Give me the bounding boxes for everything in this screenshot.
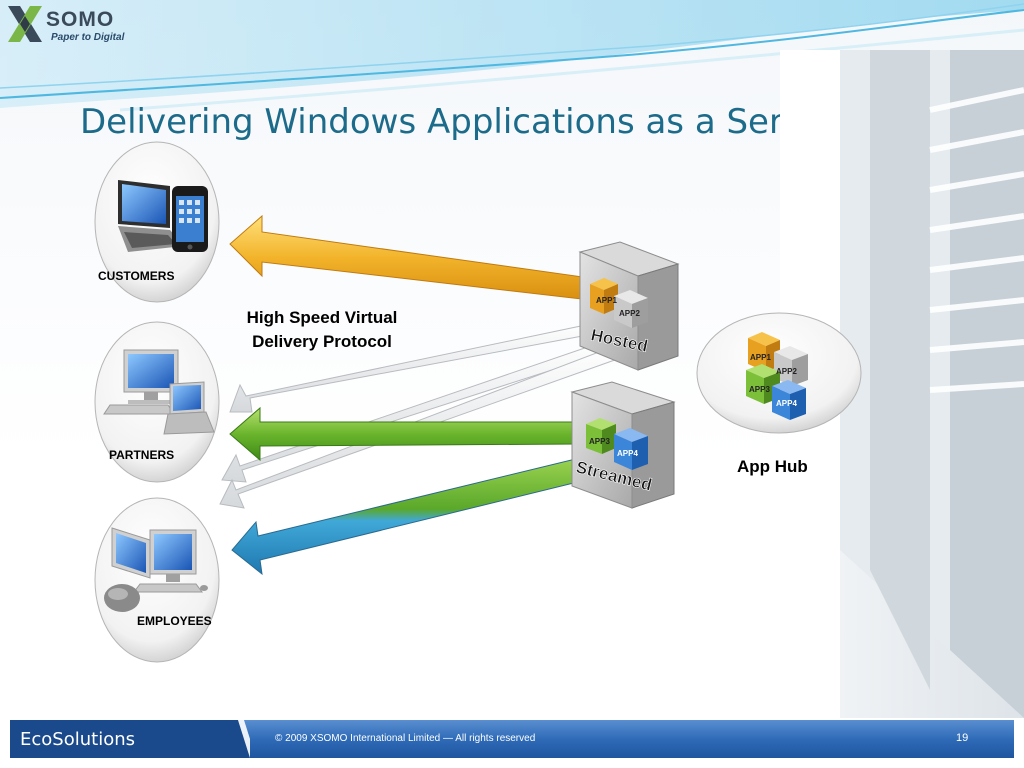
hosted-app1-label: APP1 (596, 296, 617, 305)
streamed-delivery-arrow (229, 406, 579, 462)
hosted-app1-cube (590, 278, 618, 314)
employees-bubble (94, 497, 220, 663)
laptop-icon-partners (163, 381, 215, 435)
customers-label: CUSTOMERS (98, 269, 175, 283)
hub-app4-label: APP4 (776, 399, 797, 408)
streamed-app4-cube (614, 428, 648, 470)
hub-app3-label: APP3 (749, 385, 770, 394)
hub-app2-label: APP2 (776, 367, 797, 376)
protocol-arrow-1 (229, 321, 605, 413)
footer-brand-panel (10, 720, 250, 758)
footer-brand: EcoSolutions (20, 729, 135, 750)
protocol-arrow-2 (221, 337, 621, 483)
hub-app1-label: APP1 (750, 353, 771, 362)
header-swoosh (0, 0, 1024, 112)
streamed-app4-label: APP4 (617, 449, 638, 458)
streamed-app3-cube (586, 418, 616, 454)
employees-label: EMPLOYEES (137, 614, 212, 628)
smartphone-icon (172, 186, 208, 252)
slide-title: Delivering Windows Applications as a Ser… (80, 102, 853, 142)
hub-app1-cube (748, 332, 780, 372)
streamed-app3-label: APP3 (589, 437, 610, 446)
protocol-label-line2: Delivery Protocol (252, 332, 392, 351)
laptop-icon (118, 180, 184, 252)
slide-footer: EcoSolutions © 2009 XSOMO International … (10, 720, 1014, 758)
protocol-label-line1: High Speed Virtual (246, 308, 398, 327)
dual-monitor-workstation-icon (104, 527, 208, 612)
hub-app4-cube (772, 380, 806, 420)
partners-label: PARTNERS (109, 448, 175, 462)
xsomo-logo: SOMO Paper to Digital (6, 4, 146, 48)
hosted-delivery-arrow (229, 214, 591, 301)
desktop-computer-icon (103, 349, 179, 415)
logo-name: SOMO (46, 8, 115, 31)
x-mark-icon (8, 6, 42, 42)
app-hub-label: App Hub (737, 457, 808, 476)
hosted-app2-label: APP2 (619, 309, 640, 318)
logo-tagline: Paper to Digital (51, 32, 125, 43)
protocol-label: High Speed Virtual Delivery Protocol (222, 306, 422, 354)
hosted-server (578, 241, 680, 371)
page-number: 19 (956, 732, 969, 744)
footer-copyright: © 2009 XSOMO International Limited — All… (275, 733, 536, 744)
hosted-app2-cube (614, 290, 648, 328)
streamed-delivery-arrow-employees (231, 455, 595, 576)
